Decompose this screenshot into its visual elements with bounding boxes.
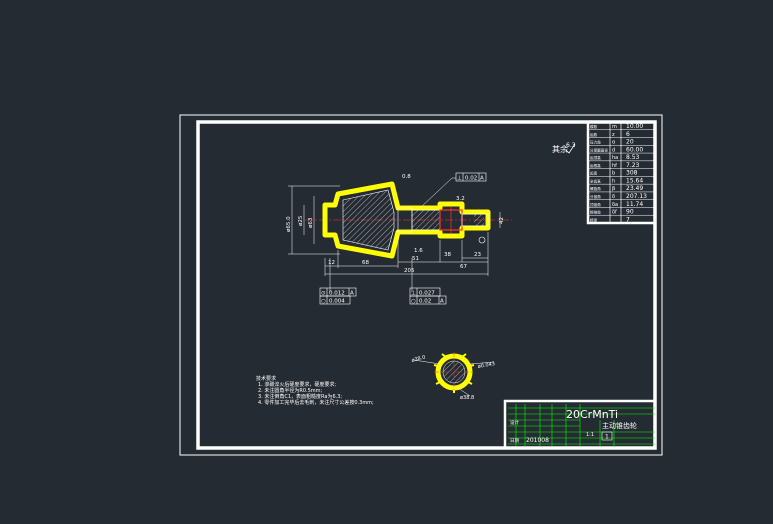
param-cell: 根锥角 (590, 210, 601, 215)
param-cell: δ (612, 194, 615, 200)
param-cell: δa (612, 202, 618, 208)
svg-text:0.02: 0.02 (419, 299, 431, 305)
roughness-check-icon (565, 143, 576, 154)
dim-diameter-mid: ø63 (308, 217, 314, 228)
svg-text:0.027: 0.027 (419, 291, 435, 297)
param-cell: b (612, 171, 615, 177)
param-cell: 顶锥角 (590, 202, 601, 207)
title-sheet: 1 (605, 434, 609, 441)
dim-len-38: 38 (444, 252, 451, 258)
tolerance-frame-left: ⊙ 0.012 A ○ 0.004 (319, 287, 357, 305)
gear-shaft-view: ø65.0 ø25 ø63 12 68 51 205 38 67 23 1.6 … (286, 172, 512, 305)
technical-notes: 技术要求 1. 渗碳淬火后硬度要求，硬度要求; 2. 未注圆角半径为R0.5mm… (256, 375, 374, 406)
param-cell: 齿宽 (590, 171, 598, 176)
param-cell: 207.13 (626, 193, 647, 200)
svg-text:⊥: ⊥ (457, 176, 462, 182)
param-cell: ha (612, 155, 618, 161)
section-label-left: ø38.0 (411, 354, 426, 363)
tolerance-frame-middle: ⊥ 0.027 ○ 0.02 A (409, 287, 447, 305)
dim-len-1-6: 1.6 (414, 248, 423, 254)
param-cell: d (612, 147, 615, 153)
param-cell: β (612, 186, 615, 192)
note-line-4: 4. 零件加工完毕后去毛刺，未注尺寸公差按0.3mm; (258, 399, 374, 406)
param-cell: h (612, 178, 615, 184)
param-cell: 20 (626, 139, 634, 146)
spline-section-view: ø38.0 ø0.043 ø38.8 (411, 352, 495, 401)
param-cell: 6 (626, 131, 630, 138)
param-cell: 8.53 (626, 154, 640, 161)
roughness-value: 6.3 (566, 142, 576, 149)
svg-text:○: ○ (411, 299, 416, 305)
dim-len-68: 68 (362, 260, 369, 266)
param-cell: 23.49 (626, 185, 643, 192)
datum-circle-icon (478, 236, 486, 244)
dim-len-205: 205 (404, 268, 415, 274)
param-cell: 全齿高 (590, 178, 601, 183)
notes-heading: 技术要求 (256, 375, 276, 382)
title-part-name: 主动锥齿轮 (602, 421, 637, 430)
param-cell: α (612, 140, 616, 146)
dim-len-67: 67 (460, 264, 467, 270)
dim-len-23: 23 (474, 252, 481, 258)
param-cell: 7 (626, 216, 630, 223)
title-block: 20CrMnTi 主动锥齿轮 设计 日期 201008 1:1 1 (503, 399, 657, 450)
dim-len-12: 12 (328, 260, 335, 266)
param-cell: 齿顶高 (590, 155, 601, 160)
note-line-2: 2. 未注圆角半径为R0.5mm; (258, 387, 323, 394)
note-line-1: 1. 渗碳淬火后硬度要求，硬度要求; (258, 381, 336, 388)
title-date-label: 日期 (510, 438, 519, 444)
param-cell: 308 (626, 170, 638, 177)
param-cell: 螺旋角 (590, 186, 601, 191)
param-cell: 模数 (590, 124, 598, 129)
param-cell: 分锥角 (590, 194, 601, 199)
dim-len-0-8: 0.8 (402, 174, 411, 180)
param-cell: 11.74 (626, 201, 643, 208)
param-cell: 齿根高 (590, 163, 601, 168)
param-cell: z (612, 132, 615, 138)
svg-text:⊥: ⊥ (411, 291, 416, 297)
title-scale: 1:1 (586, 432, 594, 438)
dim-diameter-small: ø25 (298, 215, 304, 226)
param-cell: 精度 (590, 217, 598, 222)
param-cell: δf (612, 210, 617, 216)
svg-text:0.012: 0.012 (329, 291, 345, 297)
gear-tooth-hatch (342, 189, 395, 251)
shaft-section-2 (411, 209, 441, 231)
title-material: 20CrMnTi (566, 408, 618, 421)
sheet-outer-border (179, 114, 663, 456)
svg-text:⊙: ⊙ (321, 291, 326, 297)
tolerance-frame-top: ⊥ 0.02 A (455, 172, 487, 182)
note-line-3: 3. 未注倒角C1，表面粗糙度Ra为6.3; (258, 393, 342, 400)
svg-text:○: ○ (321, 299, 326, 305)
param-table: 模数 m 10.00 齿数 z 6 压力角 α 20 分度圆直径 d 60.00 齿顶高 ha 8.53 齿根… (586, 120, 657, 225)
dim-len-51: 51 (412, 256, 419, 262)
svg-text:0.02: 0.02 (465, 176, 477, 182)
param-cell: 90 (626, 209, 634, 216)
param-cell: 压力角 (590, 140, 601, 145)
svg-text:A: A (350, 291, 354, 297)
param-cell: m (612, 124, 617, 130)
param-cell: 分度圆直径 (590, 147, 608, 152)
title-date: 201008 (526, 437, 549, 444)
section-label-bottom: ø38.8 (460, 395, 474, 401)
roughness-symbol-label: 其余 (552, 144, 568, 154)
param-cell: 10.00 (626, 123, 643, 130)
dim-len-3-2: 3.2 (456, 196, 465, 202)
param-cell: 7.23 (626, 162, 640, 169)
svg-text:A: A (480, 176, 484, 182)
dim-diameter-left: ø65.0 (286, 216, 292, 232)
svg-text:A: A (440, 299, 444, 305)
param-cell: hf (612, 163, 617, 169)
param-cell: 15.64 (626, 177, 643, 184)
svg-text:0.004: 0.004 (329, 299, 345, 305)
param-cell: 齿数 (590, 132, 598, 137)
param-cell: 60.00 (626, 146, 643, 153)
section-label-right: ø0.043 (477, 361, 495, 370)
dim-len-42: 42 (499, 217, 505, 224)
gear-head-outline (322, 181, 491, 259)
title-designer-label: 设计 (510, 419, 519, 426)
sheet-inner-border (196, 120, 657, 450)
